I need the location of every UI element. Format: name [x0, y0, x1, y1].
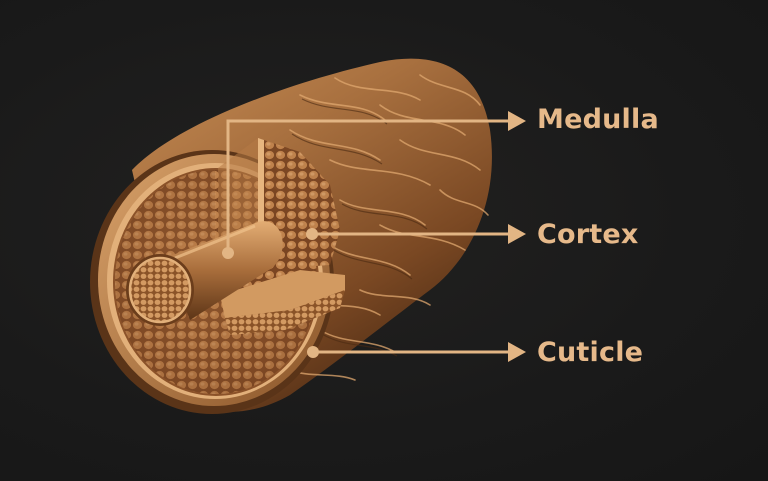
leader-lines — [226, 119, 512, 354]
cortex-pointer-dot — [306, 228, 318, 240]
cuticle-label: Cuticle — [537, 337, 644, 368]
cortex-arrow-head — [508, 224, 526, 244]
medulla-leader-line — [226, 119, 512, 254]
cortex-label: Cortex — [537, 219, 639, 250]
medulla-arrow-head — [508, 111, 526, 131]
cuticle-pointer-dot — [307, 346, 319, 358]
medulla-pointer-dot — [222, 247, 234, 259]
medulla-label: Medulla — [537, 104, 659, 135]
medulla-core — [126, 221, 283, 326]
cuticle-arrow-head — [508, 342, 526, 362]
